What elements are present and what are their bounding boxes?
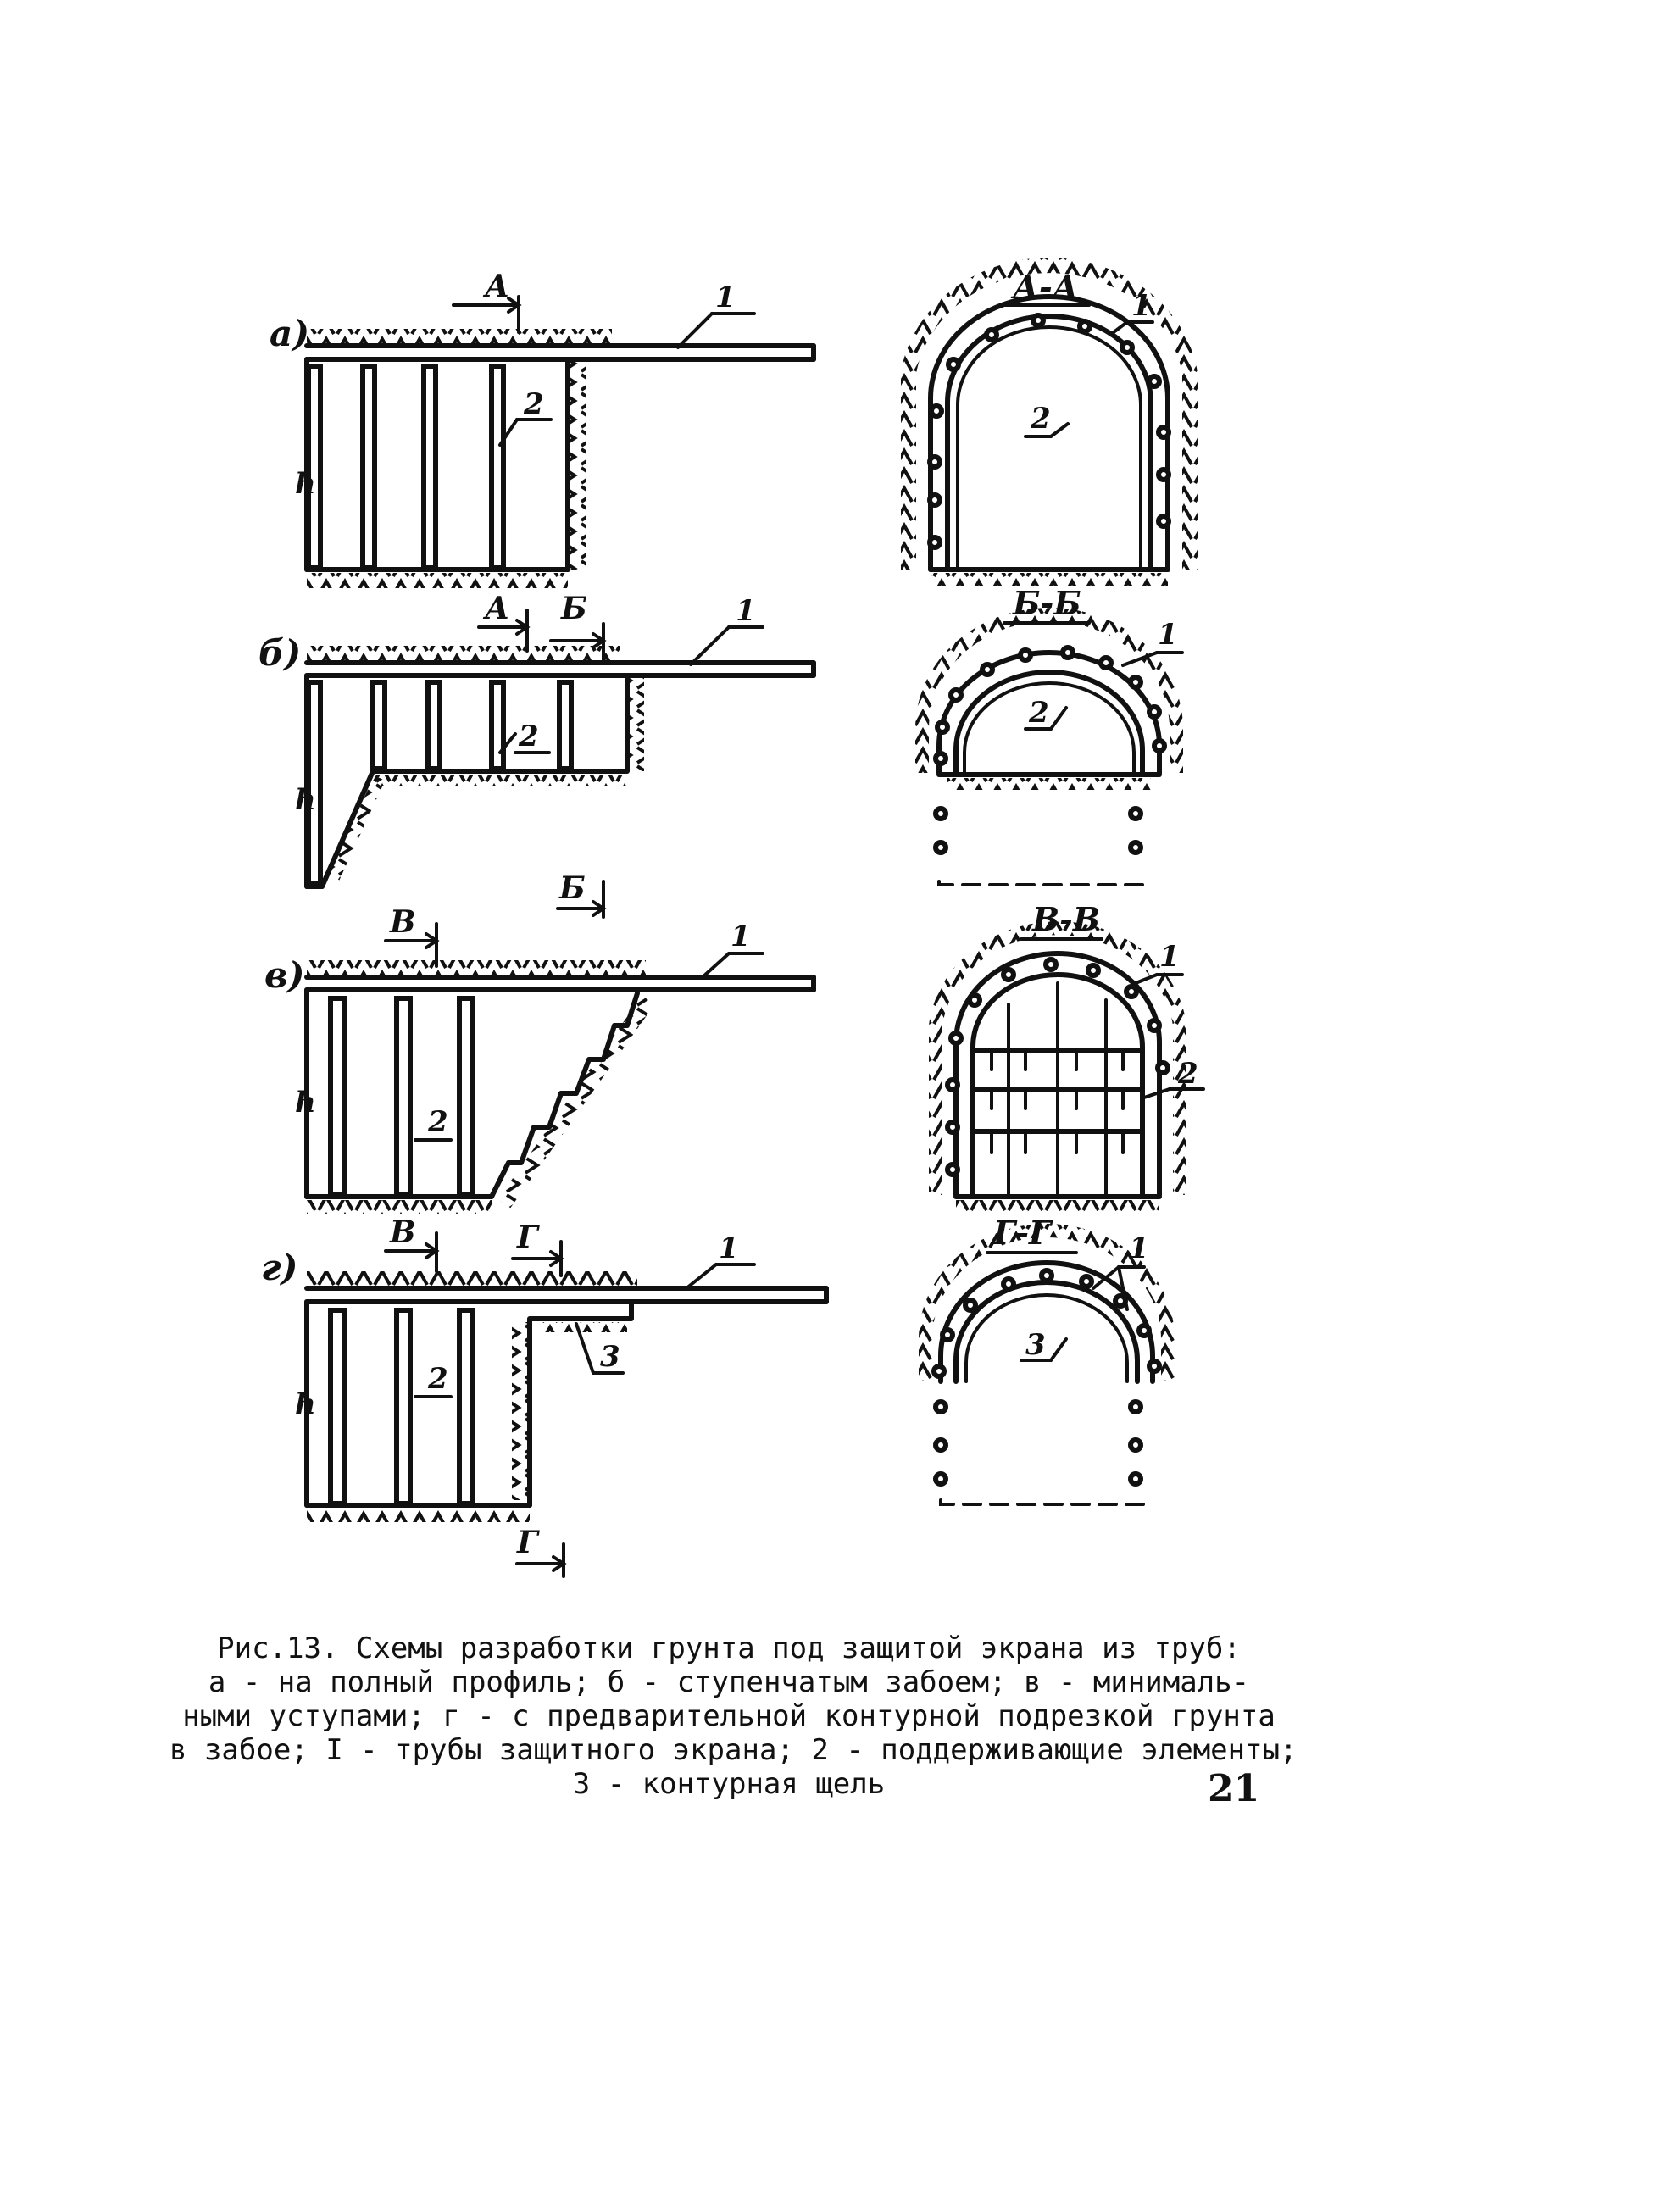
svg-text:1: 1: [715, 281, 736, 314]
svg-text:1: 1: [719, 1231, 739, 1265]
support-posts: [328, 1308, 475, 1506]
callout-2: 2: [1024, 696, 1068, 731]
svg-text:Г: Г: [516, 1220, 540, 1255]
callout-1: 1: [1109, 289, 1154, 336]
section-a-a: А-А 1 2: [901, 258, 1198, 586]
callout-3: 3: [575, 1322, 625, 1375]
svg-text:2: 2: [1028, 696, 1049, 730]
pipe-circles: [927, 313, 1171, 550]
svg-text:В: В: [389, 1214, 415, 1250]
callout-1: 1: [702, 920, 764, 978]
svg-text:3: 3: [1025, 1328, 1046, 1362]
callout-2: 2: [1024, 402, 1070, 438]
svg-text:1: 1: [1158, 618, 1178, 652]
panel-g-letter: г): [261, 1247, 298, 1288]
pipe-circles: [945, 957, 1170, 1177]
svg-text:h: h: [295, 1387, 316, 1421]
svg-text:2: 2: [518, 720, 539, 753]
caption-line: Рис.13. Схемы разработки грунта под защи…: [217, 1631, 1241, 1665]
svg-text:2: 2: [427, 1105, 448, 1139]
contour-slot-face: [527, 1299, 634, 1508]
caption-line: 3 - контурная щель: [572, 1767, 886, 1801]
callout-2: 2: [498, 720, 551, 754]
section-g-g: Г-Г 1: [919, 1214, 1175, 1506]
svg-text:2: 2: [1030, 402, 1051, 436]
pipe-circles: [933, 645, 1167, 855]
callout-1: 1: [685, 1231, 756, 1290]
panel-a-longitudinal: а) h А 1 2: [270, 269, 816, 588]
svg-text:1: 1: [736, 594, 756, 628]
svg-text:А: А: [482, 591, 509, 626]
section-b-b: Б-Б 1: [915, 584, 1184, 886]
panel-g-longitudinal: г) h В Г: [261, 1214, 829, 1578]
arch-outer: [938, 1260, 1155, 1384]
caption-line: ными уступами; г - с предварительной кон…: [182, 1699, 1275, 1733]
caption-line: а - на полный профиль; б - ступенчатым з…: [208, 1665, 1250, 1699]
page-number: 21: [1208, 1767, 1260, 1810]
panel-b-letter: б): [258, 632, 301, 674]
cut-arrow-a: А: [452, 269, 522, 334]
svg-text:1: 1: [1159, 940, 1180, 974]
svg-text:Г: Г: [516, 1525, 540, 1560]
cut-arrow-a: А: [477, 591, 531, 653]
callout-1: 1: [1121, 618, 1184, 667]
callout-2: 2: [498, 387, 553, 447]
height-mark: h: [295, 467, 316, 501]
callout-1: 1: [689, 594, 764, 666]
arch-outer: [928, 294, 1170, 572]
cut-arrow-b: Б: [549, 591, 607, 661]
minimal-steps-face: [489, 991, 640, 1199]
section-v-v: В-В: [929, 900, 1205, 1212]
svg-text:1: 1: [1131, 289, 1152, 323]
callout-2: 2: [414, 1105, 453, 1142]
figure-13: а) h А 1 2: [258, 258, 1205, 1578]
svg-text:Б: Б: [560, 591, 587, 626]
svg-text:2: 2: [427, 1362, 448, 1396]
arch-outer: [953, 951, 1162, 1198]
callout-1: 1: [676, 281, 756, 349]
callout-2: 2: [1142, 1057, 1205, 1099]
figure-caption: Рис.13. Схемы разработки грунта под защи…: [169, 1631, 1298, 1801]
support-posts: [306, 364, 506, 570]
callout-2: 2: [414, 1362, 453, 1398]
svg-text:h: h: [295, 783, 316, 817]
cut-arrow-v: В: [384, 1214, 440, 1273]
svg-text:В: В: [389, 904, 415, 940]
svg-text:3: 3: [600, 1340, 620, 1374]
pipe-circles: [931, 1268, 1162, 1487]
cut-arrow-g-lower: Г: [515, 1525, 567, 1578]
callout-1: 1: [1134, 940, 1184, 985]
callout-1: 1: [1092, 1231, 1149, 1311]
svg-text:Б: Б: [558, 870, 586, 906]
support-posts: [328, 996, 475, 1198]
support-posts: [306, 680, 574, 886]
svg-text:1: 1: [1129, 1231, 1149, 1265]
svg-text:1: 1: [731, 920, 751, 953]
cut-arrow-g: Г: [511, 1220, 564, 1277]
svg-text:h: h: [295, 1086, 316, 1120]
callout-3: 3: [1020, 1328, 1068, 1362]
panel-v-longitudinal: в) h В 1 2: [264, 904, 816, 1214]
panel-b-longitudinal: б) h А Б: [258, 591, 816, 919]
cut-arrow-v: В: [384, 904, 440, 968]
svg-text:2: 2: [523, 387, 544, 421]
caption-line: в забое; I - трубы защитного экрана; 2 -…: [169, 1733, 1298, 1767]
timbering: [970, 981, 1145, 1197]
panel-v-letter: в): [264, 954, 304, 996]
panel-a-letter: а): [270, 313, 309, 354]
svg-text:2: 2: [1177, 1057, 1198, 1091]
cut-arrow-b-lower: Б: [556, 870, 607, 919]
svg-text:А: А: [482, 269, 509, 304]
ground-hatch: [307, 329, 612, 346]
